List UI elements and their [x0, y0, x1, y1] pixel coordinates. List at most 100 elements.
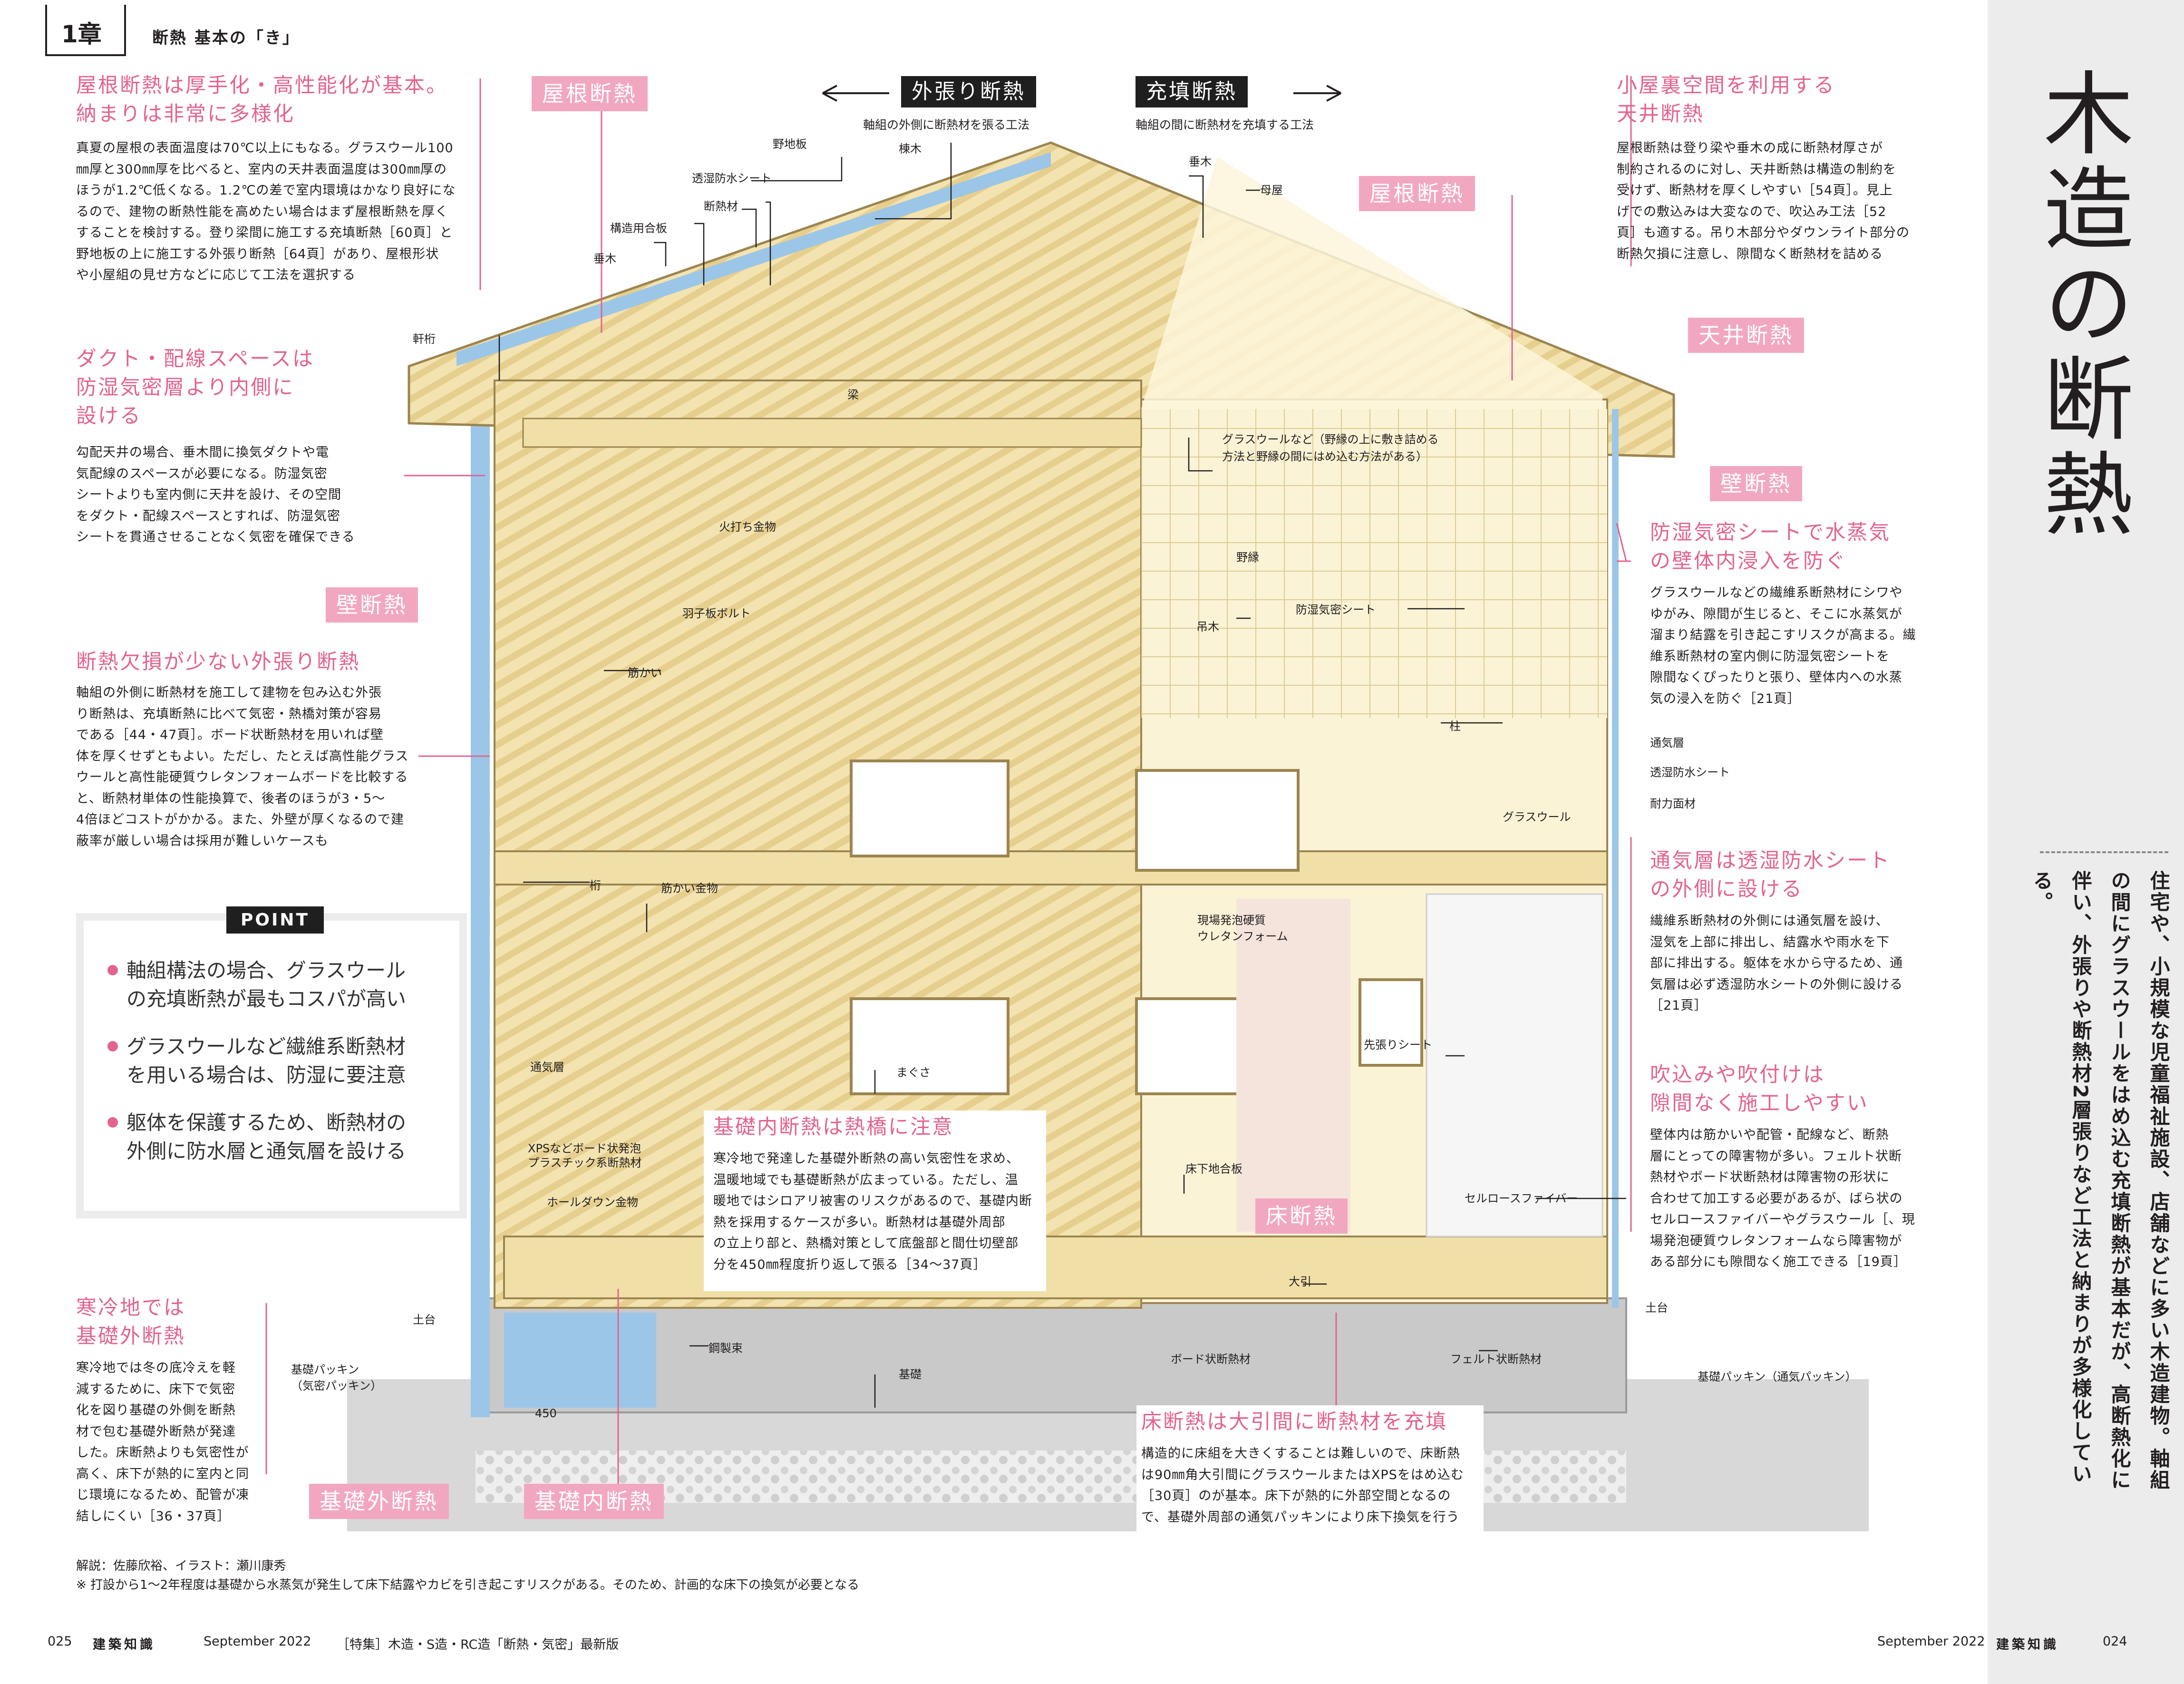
cellulose-wall — [1236, 899, 1350, 1232]
outer-insulation — [471, 361, 490, 1417]
tag-found-out: 基礎外断熱 — [309, 1484, 449, 1519]
vent-block-body: 繊維系断熱材の外側には通気層を設け、 湿気を上部に排出し、結露水や雨水を下 部に… — [1650, 914, 1903, 1013]
label-board: ボード状断熱材 — [1171, 1353, 1251, 1366]
tag-wall-left: 壁断熱 — [326, 587, 418, 623]
outer-block-body: 軸組の外側に断熱材を施工して建物を包み込む外張 り断熱は、充填断熱に比べて気密・… — [76, 685, 409, 848]
foundation — [475, 1297, 1627, 1413]
label-oobiki: 大引 — [1289, 1275, 1311, 1288]
floor-block-title: 床断熱は大引間に断熱材を充填 — [1141, 1410, 1447, 1434]
label-dodai2: 土台 — [1645, 1301, 1668, 1314]
window-1f-left — [850, 997, 1009, 1095]
window-2f-left — [850, 759, 1009, 857]
label-yukashita: 床下地合板 — [1185, 1162, 1242, 1176]
chapter-box: 1章 — [45, 5, 126, 56]
found-block-body: 寒冷地で発達した基礎外断熱の高い気密性を求め、 温暖地域でも基礎断熱が広まってい… — [713, 1151, 1032, 1272]
point-box: POINT 軸組構法の場合、グラスウール の充填断熱が最もコスパが高い グラスウ… — [76, 906, 467, 1218]
chapter-label: 1章 — [61, 20, 102, 48]
vapor-block-body: グラスウールなどの繊維系断熱材にシワや ゆがみ、隙間が生じると、そこに水蒸気が … — [1650, 585, 1916, 706]
attic-block-body: 屋根断熱は登り梁や垂木の成に断熱材厚さが 制約されるのに対し、天井断熱は構造の制… — [1617, 141, 1910, 262]
method-outer-title: 外張り断熱 — [901, 76, 1036, 107]
footer-right-mag: 建築知識 — [1996, 1637, 2059, 1652]
label-tsurigi: 吊木 — [1196, 620, 1219, 633]
label-kiso: 基礎 — [899, 1368, 922, 1381]
label-dannetsu: 断熱材 — [704, 200, 738, 213]
footer-left-date: September 2022 — [204, 1634, 311, 1649]
attic-block-title: 小屋裏空間を利用する 天井断熱 — [1617, 74, 1835, 126]
label-taruki: 垂木 — [593, 252, 616, 265]
footer-left-mag: 建築知識 — [93, 1637, 155, 1652]
label-hashira: 柱 — [1449, 720, 1461, 733]
label-tsuki: 通気層 — [1650, 736, 1684, 750]
vent-block-title: 通気層は透湿防水シート の外側に設ける — [1650, 849, 1891, 901]
window-2f-right — [1135, 769, 1300, 872]
method-fill-sub: 軸組の間に断熱材を充填する工法 — [1136, 118, 1314, 132]
ceiling-insul — [1141, 157, 1602, 409]
label-sujikai: 筋かい — [628, 666, 662, 680]
right-wall-blue — [1612, 409, 1619, 1308]
footer-left-page: 025 — [48, 1634, 72, 1649]
floor-beam-2f — [494, 850, 1608, 886]
cold-block-body: 寒冷地では冬の底冷えを軽 減するために、床下で気密 化を図り基礎の外側を断熱 材… — [76, 1361, 249, 1524]
point-item: 躯体を保護するため、断熱材の 外側に防水層と通気層を設ける — [107, 1109, 440, 1166]
label-gw: グラスウール — [1503, 810, 1571, 824]
method-arrow — [822, 85, 1341, 102]
label-munagi: 棟木 — [899, 142, 922, 156]
footer-right-date: September 2022 — [1877, 1634, 1985, 1649]
chapter-subtitle: 断熱 基本の「き」 — [152, 29, 300, 48]
lead-text: 住宅や、小規模な児童福祉施設、店舗などに多い木造建物。軸組の間にグラスウールをは… — [2030, 870, 2170, 1491]
label-cellulose: セルロースファイバー — [1465, 1192, 1578, 1205]
label-nokigeta: 軒桁 — [413, 332, 436, 346]
label-tsuki2: 通気層 — [530, 1061, 564, 1074]
footer-left-feature: ［特集］木造・S造・RC造「断熱・気密」最新版 — [337, 1637, 619, 1652]
label-urethane: 現場発泡硬質 ウレタンフォーム — [1197, 914, 1288, 943]
point-item: 軸組構法の場合、グラスウール の充填断熱が最もコスパが高い — [107, 956, 440, 1013]
blow-block-title: 吹込みや吹付けは 隙間なく施工しやすい — [1650, 1063, 1869, 1115]
floor-1f — [503, 1236, 1608, 1299]
beam-upper — [522, 418, 1142, 448]
found-block: 基礎内断熱は熱橋に注意 寒冷地で発達した基礎外断熱の高い気密性を求め、 温暖地域… — [704, 1110, 1046, 1291]
label-toshitsu2: 透湿防水シート — [1650, 766, 1730, 779]
label-xps: XPSなどボード状発泡 プラスチック系断熱材 — [528, 1142, 642, 1169]
roof-blue-layer — [456, 152, 1051, 366]
label-toshitsu: 透湿防水シート — [692, 172, 772, 185]
label-dim: 450 — [535, 1407, 557, 1420]
roof-block-title: 屋根断熱は厚手化・高性能化が基本。 納まりは非常に多様化 — [76, 74, 448, 126]
page-title: 木造の断熱 — [2028, 67, 2133, 542]
label-taika: 耐力面材 — [1650, 797, 1696, 810]
label-boshitsu: 防湿気密シート — [1296, 603, 1376, 616]
credit-line: 解説：佐藤欣裕、イラスト：瀬川康秀 — [76, 1559, 286, 1573]
duct-block-title: ダクト・配線スペースは 防湿気密層より内側に 設ける — [76, 347, 314, 428]
point-item: グラスウールなど繊維系断熱材 を用いる場合は、防湿に要注意 — [107, 1032, 440, 1090]
credit-note: ※ 打設から1～2年程度は基礎から水蒸気が発生して床下結露やカビを引き起こすリス… — [76, 1578, 860, 1592]
floor-block: 床断熱は大引間に断熱材を充填 構造的に床組を大きくすることは難しいので、床断熱 … — [1136, 1405, 1484, 1534]
method-outer-sub: 軸組の外側に断熱材を張る工法 — [863, 118, 1030, 132]
label-keta: 桁 — [590, 879, 601, 892]
vapor-block-title: 防湿気密シートで水蒸気 の壁体内浸入を防ぐ — [1650, 521, 1891, 573]
label-sujikai-k: 筋かい金物 — [661, 882, 718, 895]
label-packing2: 基礎パッキン（通気パッキン） — [1698, 1370, 1857, 1383]
label-moya: 母屋 — [1260, 184, 1283, 197]
bullet-icon — [107, 965, 118, 975]
label-nobuchi: 野縁 — [1236, 551, 1259, 564]
tag-floor: 床断熱 — [1255, 1198, 1348, 1234]
roof-block-body: 真夏の屋根の表面温度は70℃以上にもなる。グラスウール100 ㎜厚と300㎜厚を… — [76, 141, 456, 282]
ceiling-grid — [1141, 409, 1607, 718]
label-kotetsu: 鋼製束 — [709, 1342, 743, 1355]
found-block-title: 基礎内断熱は熱橋に注意 — [713, 1115, 954, 1139]
footer-right-page: 024 — [2103, 1634, 2127, 1649]
label-felt: フェルト状断熱材 — [1450, 1353, 1542, 1366]
lead-divider — [2040, 851, 2168, 853]
label-hagoita: 羽子板ボルト — [682, 607, 751, 620]
label-hiuchi: 火打ち金物 — [719, 520, 776, 534]
label-dodai: 土台 — [413, 1313, 436, 1326]
floor-block-body: 構造的に床組を大きくすることは難しいので、床断熱 は90㎜角大引間にグラスウール… — [1141, 1446, 1464, 1525]
label-holdown: ホールダウン金物 — [547, 1196, 638, 1209]
tag-found-in: 基礎内断熱 — [524, 1484, 664, 1519]
point-label: POINT — [226, 906, 324, 934]
tag-roof-left: 屋根断熱 — [532, 76, 648, 111]
method-fill-title: 充填断熱 — [1136, 76, 1248, 107]
window-side-1f — [1359, 978, 1423, 1067]
blow-block-body: 壁体内は筋かいや配管・配線など、断熱 層にとっての障害物が多い。フェルト状断 熱… — [1650, 1128, 1915, 1269]
outer-block-title: 断熱欠損が少ない外張り断熱 — [76, 650, 360, 674]
tag-wall-right: 壁断熱 — [1710, 466, 1802, 501]
